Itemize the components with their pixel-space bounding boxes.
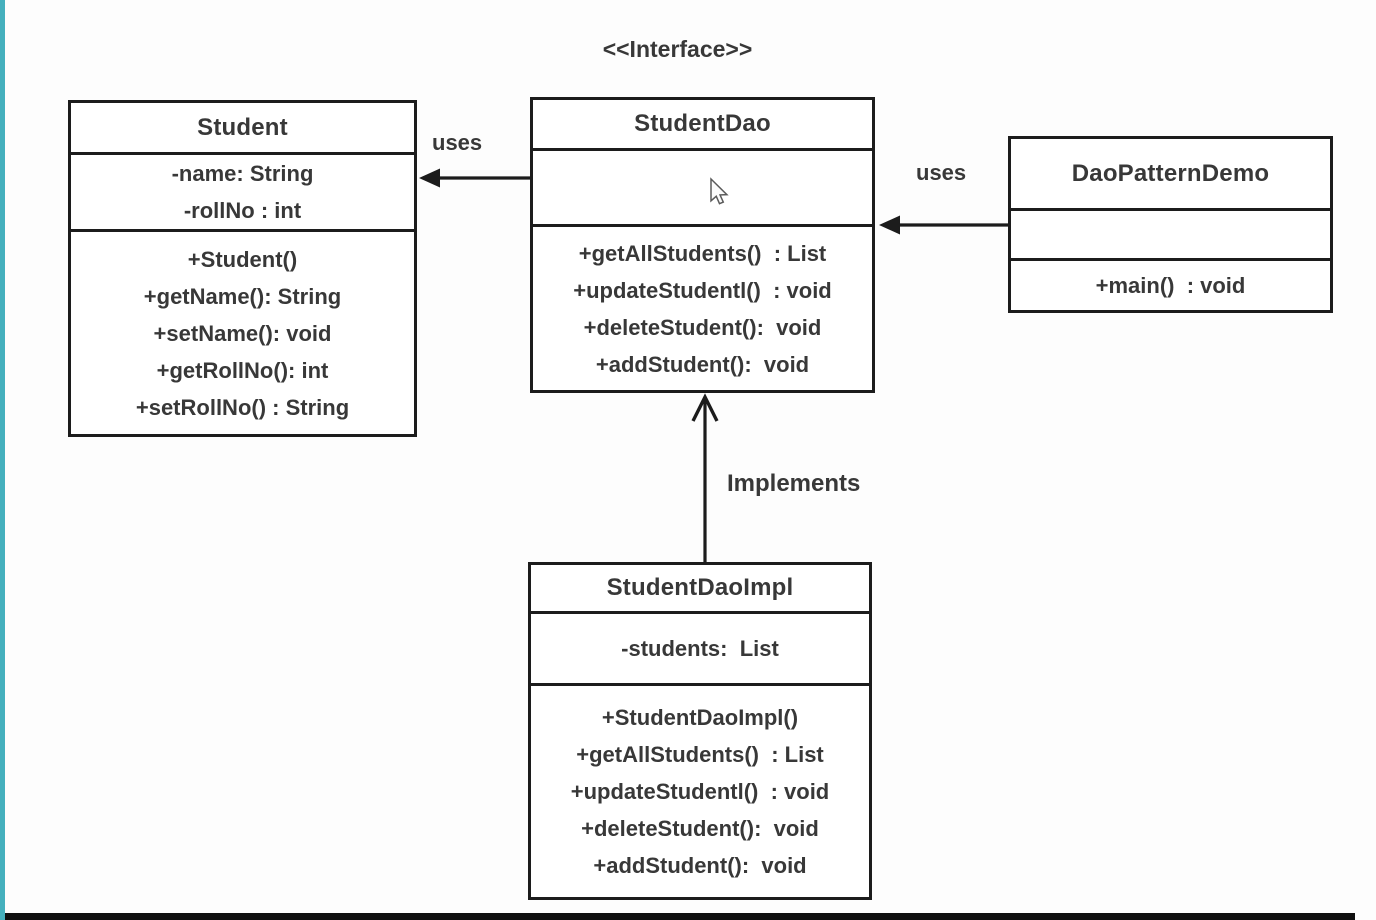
arrowhead-left-icon xyxy=(879,215,900,235)
uses-label-demo-to-dao: uses xyxy=(916,160,967,185)
method-label: +getAllStudents() : List xyxy=(578,240,827,266)
left-edge-accent-stripe xyxy=(0,0,5,920)
implements-arrow-impl-to-dao xyxy=(691,393,719,562)
method-label: +setName(): void xyxy=(153,320,332,346)
method-label: +addStudent(): void xyxy=(593,853,807,878)
class-box-studentdao: StudentDao +getAllStudents() : List +upd… xyxy=(530,97,875,393)
method-label: +getRollNo(): int xyxy=(156,357,329,383)
method-label: +setRollNo() : String xyxy=(135,394,350,420)
arrowhead-left-icon xyxy=(419,168,440,188)
class-title-studentdaoimpl: StudentDaoImpl xyxy=(606,574,794,601)
method-label: +updateStudentl() : void xyxy=(573,277,832,303)
bottom-black-bar xyxy=(5,913,1355,920)
class-box-studentdaoimpl: StudentDaoImpl -students: List +StudentD… xyxy=(528,562,872,900)
attributes-section-daopatterndemo xyxy=(1011,208,1330,258)
method-label: +getName(): String xyxy=(143,283,342,309)
attributes-section-studentdao xyxy=(533,148,872,224)
method-label: +getAllStudents() : List xyxy=(576,742,824,767)
method-label: +Student() xyxy=(187,246,298,272)
methods-section-studentdaoimpl: +StudentDaoImpl() +getAllStudents() : Li… xyxy=(531,683,869,897)
class-title-daopatterndemo: DaoPatternDemo xyxy=(1071,159,1270,187)
interface-stereotype-label: <<Interface>> xyxy=(602,36,753,62)
class-title-studentdao: StudentDao xyxy=(634,110,771,137)
attribute-label: -rollNo : int xyxy=(183,198,302,223)
methods-section-student: +Student() +getName(): String +setName()… xyxy=(71,229,414,434)
uses-arrow-dao-to-student xyxy=(419,168,530,188)
methods-section-studentdao: +getAllStudents() : List +updateStudentl… xyxy=(533,224,872,390)
arrowhead-up-icon xyxy=(691,393,719,422)
class-box-daopatterndemo: DaoPatternDemo +main() : void xyxy=(1008,136,1333,313)
class-title-student: Student xyxy=(197,113,288,141)
methods-section-daopatterndemo: +main() : void xyxy=(1011,258,1330,310)
class-box-student: Student -name: String -rollNo : int +Stu… xyxy=(68,100,417,437)
attribute-label: -name: String xyxy=(171,161,314,186)
method-label: +deleteStudent(): void xyxy=(583,314,822,340)
attributes-section-studentdaoimpl: -students: List xyxy=(531,611,869,683)
method-label: +deleteStudent(): void xyxy=(581,816,819,841)
implements-label: Implements xyxy=(727,470,861,497)
method-label: +StudentDaoImpl() xyxy=(601,705,799,730)
attribute-label: -students: List xyxy=(621,636,779,661)
attributes-section-student: -name: String -rollNo : int xyxy=(71,152,414,229)
uses-arrow-demo-to-dao xyxy=(879,215,1008,235)
method-label: +addStudent(): void xyxy=(595,351,810,377)
method-label: +updateStudentl() : void xyxy=(570,779,830,804)
uses-label-dao-to-student: uses xyxy=(432,130,483,155)
method-label: +main() : void xyxy=(1095,273,1246,298)
